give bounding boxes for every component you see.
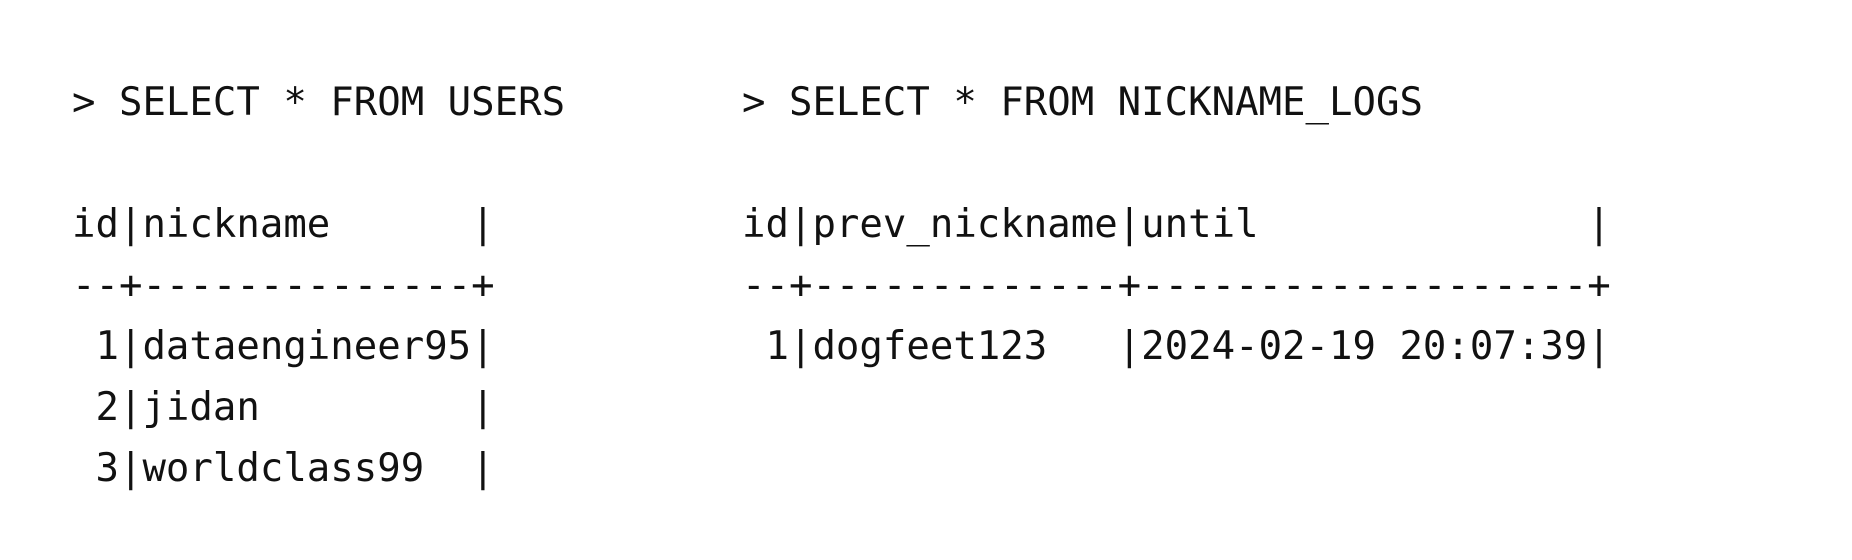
blank-line xyxy=(72,133,565,194)
users-table-row: 2|jidan | xyxy=(95,385,495,430)
nickname-logs-table-row: 1|dogfeet123 |2024-02-19 20:07:39| xyxy=(765,324,1611,369)
blank-line xyxy=(742,133,1611,194)
users-table-row: 3|worldclass99 | xyxy=(95,446,495,491)
users-query-command: > SELECT * FROM USERS xyxy=(72,80,566,125)
users-query-panel: > SELECT * FROM USERS id|nickname | --+--… xyxy=(72,72,565,499)
nickname-logs-table-header: id|prev_nickname|until | xyxy=(742,202,1611,247)
users-table-separator: --+--------------+ xyxy=(72,263,495,308)
users-table-row: 1|dataengineer95| xyxy=(95,324,495,369)
users-table-header: id|nickname | xyxy=(72,202,495,247)
nickname-logs-table-separator: --+-------------+-------------------+ xyxy=(742,263,1611,308)
nickname-logs-query-panel: > SELECT * FROM NICKNAME_LOGS id|prev_ni… xyxy=(742,72,1611,377)
nickname-logs-query-command: > SELECT * FROM NICKNAME_LOGS xyxy=(742,80,1423,125)
